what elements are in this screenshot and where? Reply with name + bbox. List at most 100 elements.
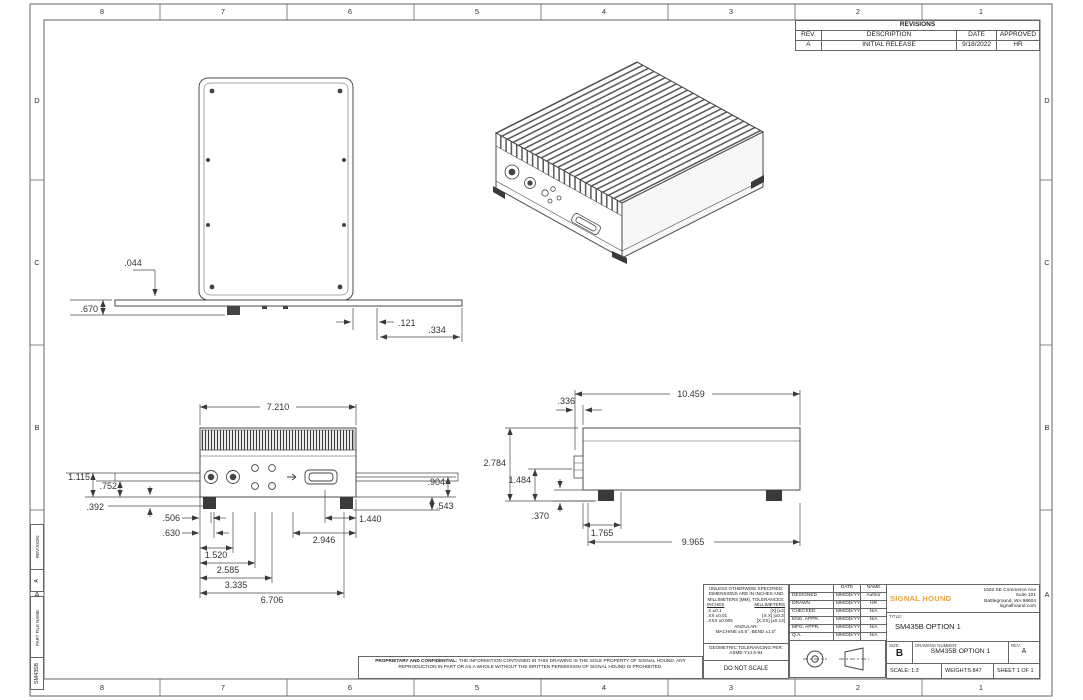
revision-date: 9/18/2022	[956, 40, 998, 51]
sig-role: DESIGNED	[789, 592, 834, 601]
zone-ticks	[30, 4, 1052, 696]
zone-col-2-bottom: 2	[855, 683, 861, 692]
company-website: signalhound.com	[999, 603, 1036, 609]
sig-date: MM/DD/YY	[833, 600, 861, 609]
sig-name: N/A	[860, 608, 887, 617]
revisions-col-approved: APPROVED	[996, 30, 1040, 41]
tol-row1-mm: [X] [±3]	[770, 607, 785, 613]
dim-front-right1: 1.440	[359, 514, 382, 524]
sig-name: Author	[860, 592, 887, 601]
sig-date: MM/DD/YY	[833, 592, 861, 601]
revision-row: A INITIAL RELEASE 9/18/2022 HR	[795, 40, 1040, 51]
zone-col-5-bottom: 5	[474, 683, 480, 692]
revision-approved: HR	[996, 40, 1040, 51]
margin-part-file-value: SM435B	[34, 662, 40, 685]
sig-role: DRAWN	[789, 600, 834, 609]
side-view-dims	[505, 390, 801, 546]
title-label: TITLE:	[889, 614, 903, 619]
margin-part-file-label: PART FILE NAME:	[34, 608, 40, 646]
dim-front-bottom2: .630	[162, 528, 180, 538]
revisions-col-date: DATE	[956, 30, 998, 41]
signature-block: DATE NAME DESIGNED MM/DD/YY Author DRAWN…	[789, 584, 887, 679]
margin-part-file-value-box: SM435B	[30, 657, 44, 690]
proprietary-heading: PROPRIETARY AND CONFIDENTIAL:	[375, 658, 458, 663]
margin-revision-label-box: REVISION:	[30, 524, 44, 570]
zone-col-6-bottom: 6	[347, 683, 353, 692]
zone-row-d-right: D	[1044, 96, 1050, 105]
tol-row3-in: .XXX ±0.005	[707, 618, 733, 624]
company-address-line1: 1502 SE Commerce Ave	[983, 587, 1036, 593]
dim-front-right3: .543	[436, 501, 454, 511]
scale-value: SCALE: 1:3	[890, 668, 919, 674]
tol-row2-mm: [X.X] [±0.3]	[762, 613, 785, 619]
dim-front-bottom1: .506	[162, 513, 180, 523]
dim-side-width: 10.459	[677, 389, 705, 399]
margin-revision-value-box: A	[30, 569, 44, 592]
sig-name: N/A	[860, 632, 887, 641]
revision-rev: A	[795, 40, 822, 51]
dim-front-bottom4: 2.585	[217, 565, 240, 575]
dim-side-offset: .336	[557, 396, 575, 406]
do-not-scale-note: DO NOT SCALE	[704, 660, 788, 678]
zone-col-4-bottom: 4	[601, 683, 607, 692]
zone-col-1-top: 1	[978, 7, 984, 16]
top-view	[114, 77, 463, 315]
size-label: SIZE:	[889, 643, 900, 648]
sig-role: CHECKED	[789, 608, 834, 617]
zone-row-b-left: B	[34, 423, 40, 432]
tol-row2-in: .XX ±0.01	[707, 613, 728, 619]
sig-name: N/A	[860, 624, 887, 633]
dim-front-bottom5: 3.335	[225, 580, 248, 590]
tol-row3-mm: [X.XX] [±0.13]	[756, 618, 785, 624]
sig-role: Q.A.	[789, 632, 834, 641]
sheet-size: B	[895, 648, 904, 659]
dim-front-width: 7.210	[267, 402, 290, 412]
drawing-number-label: DRAWING NUMBER:	[915, 643, 958, 648]
zone-row-a-right: A	[1044, 590, 1050, 599]
zone-col-4-top: 4	[601, 7, 607, 16]
sig-row-designed: DESIGNED MM/DD/YY Author	[789, 592, 887, 601]
isometric-view	[493, 61, 765, 264]
sig-col-name: NAME	[860, 584, 887, 593]
sig-role: MFG. APPR.	[789, 624, 834, 633]
zone-col-3-top: 3	[728, 7, 734, 16]
screw-holes	[206, 88, 346, 290]
margin-revision-value: A	[34, 578, 40, 583]
dim-side-height: 2.784	[483, 458, 506, 468]
tol-row1-in: .X ±0.1	[707, 607, 722, 613]
drawing-title: SM435B OPTION 1	[895, 622, 961, 631]
zone-col-7-top: 7	[220, 7, 226, 16]
weight-value: WEIGHT:5.847	[941, 664, 993, 678]
proprietary-note: PROPRIETARY AND CONFIDENTIAL: THE INFORM…	[358, 656, 703, 679]
sig-col-date: DATE	[833, 584, 861, 593]
side-view	[573, 427, 801, 501]
tol-angular-value: MACHINE ±0.5°, BEND ±1.0°	[715, 629, 777, 635]
dim-top-offset1: .121	[398, 318, 416, 328]
company-address-line2: Suite 101	[1015, 593, 1036, 599]
tol-col-inches: INCHES	[707, 602, 725, 608]
sig-date: MM/DD/YY	[833, 616, 861, 625]
tol-header1: UNLESS OTHERWISE SPECIFIED:	[708, 586, 784, 591]
zone-row-c-left: C	[34, 258, 40, 267]
geometric-tolerancing-standard: ASME-Y14.5-94	[729, 650, 763, 656]
sheet-frame	[29, 3, 1053, 697]
arrow-glyph	[287, 473, 297, 481]
dim-side-bottom1: 1.765	[591, 528, 614, 538]
proprietary-body: THE INFORMATION CONTAINED IN THIS DRAWIN…	[398, 658, 686, 669]
rev-label: REV:	[1011, 643, 1022, 648]
margin-part-file-label-box: PART FILE NAME:	[30, 596, 44, 658]
title-block: UNLESS OTHERWISE SPECIFIED: DIMENSIONS A…	[703, 584, 1040, 679]
tol-header3: MILLIMETERS [MM]. TOLERANCES:	[707, 596, 785, 602]
revisions-col-rev: REV.	[795, 30, 822, 41]
third-angle-projection-symbol	[789, 641, 886, 678]
geometric-tolerancing-label: GEOMETRIC TOLERANCING PER:	[708, 645, 784, 650]
zone-col-2-top: 2	[855, 7, 861, 16]
tolerance-block: UNLESS OTHERWISE SPECIFIED: DIMENSIONS A…	[703, 584, 789, 679]
dim-top-offset2: .334	[428, 325, 446, 335]
iso-feet	[493, 175, 764, 264]
dim-top-thickness: .044	[124, 258, 142, 268]
dim-front-right4: .904	[427, 477, 445, 487]
sig-row-qa: Q.A. MM/DD/YY N/A	[789, 632, 887, 641]
zone-col-8-top: 8	[99, 7, 105, 16]
